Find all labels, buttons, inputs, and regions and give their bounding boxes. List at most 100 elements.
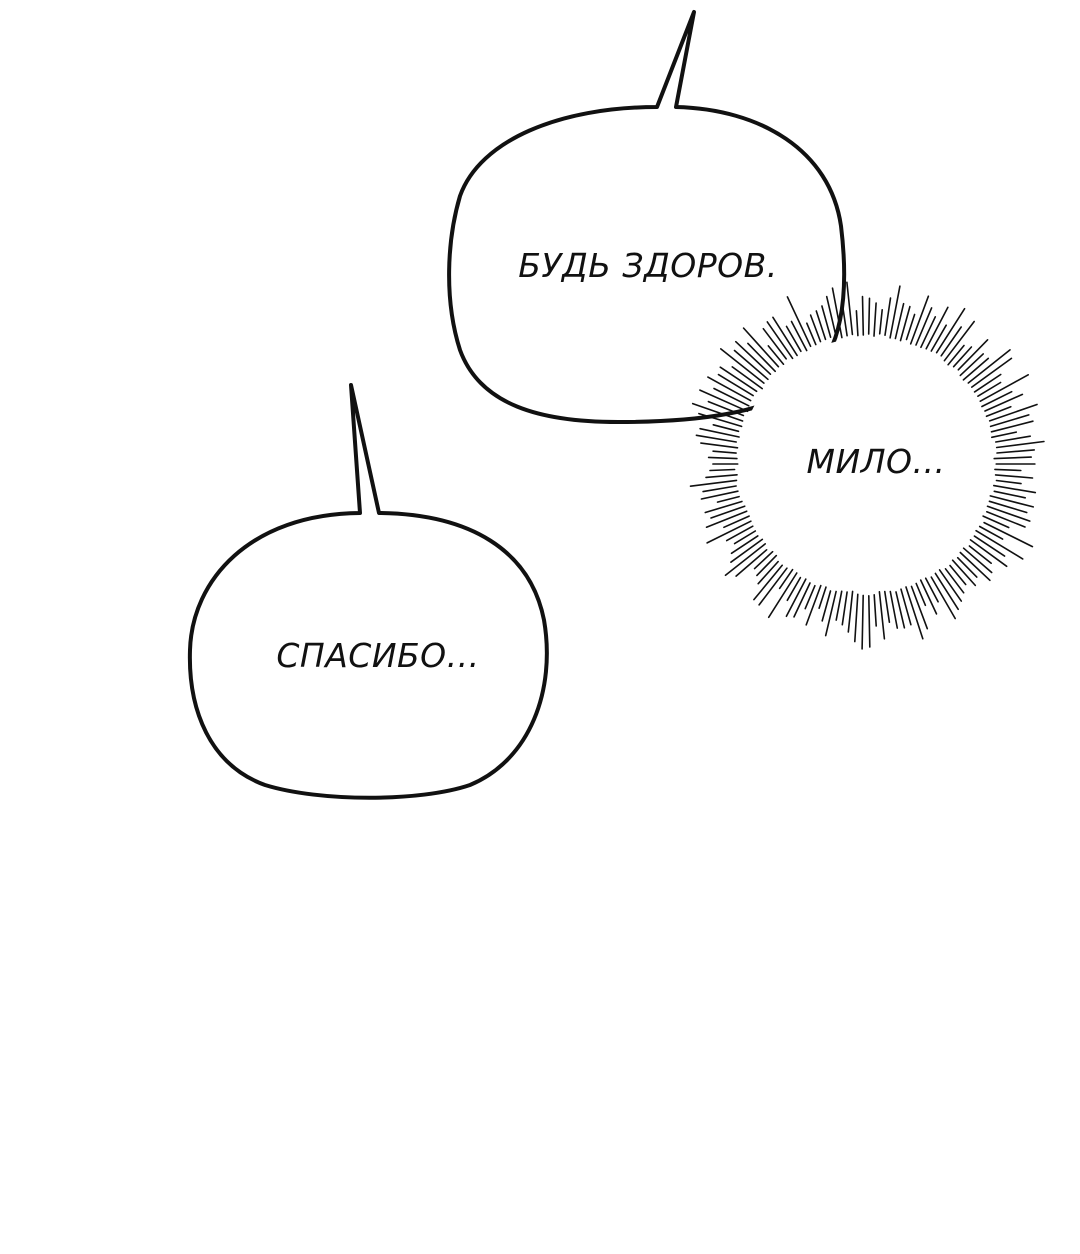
burst-ray [952,346,973,368]
burst-ray [993,456,1032,460]
burst-ray [993,490,1026,499]
burst-ray [981,390,1013,408]
burst-ray [818,586,827,610]
burst-ray [734,340,772,376]
burst-ray [867,297,871,335]
burst-ray [772,316,798,357]
burst-ray [990,431,1018,439]
burst-ray [889,590,899,629]
burst-ray [790,320,808,352]
burst-ray [878,308,884,335]
burst-ray [861,295,865,336]
burst-ray [989,495,1034,508]
burst-ray [821,305,832,339]
burst-ray [841,591,848,626]
burst-ray [825,295,838,339]
burst-ray [909,295,930,345]
burst-ray [884,297,892,337]
burst-ray [959,353,985,377]
burst-bubble-rays [689,281,1045,650]
burst-ray [867,594,871,648]
burst-ray [944,567,965,594]
speech-bubble-2: СПАСИБО... [187,383,549,800]
burst-ray [947,344,965,366]
burst-ray [990,420,1034,433]
burst-ray [778,568,794,590]
burst-ray [706,520,752,544]
burst-ray [719,348,765,384]
burst-ray [707,376,752,402]
burst-ray [805,584,822,626]
burst-ray [889,285,901,339]
burst-ray [785,325,802,353]
burst-bubble-text: МИЛО... [807,442,946,481]
burst-ray [910,585,929,630]
burst-ray [855,309,859,337]
burst-ray [977,381,1002,398]
burst-ray [861,594,865,650]
burst-ray [821,590,832,622]
burst-ray [934,572,960,611]
burst-ray [930,324,948,352]
burst-ray [733,530,757,545]
burst-ray [815,310,827,341]
burst-ray [712,423,740,433]
burst-ray [924,577,939,603]
burst-ray [984,393,1024,412]
burst-ray [705,510,748,529]
burst-ray [758,567,788,606]
burst-ray [878,590,886,640]
burst-ray [847,590,854,633]
speech-bubble-1-text: БУДЬ ЗДОРОВ. [518,246,778,285]
burst-ray [996,449,1035,454]
burst-ray [994,468,1022,472]
burst-ray [970,357,1013,388]
burst-ray [742,327,780,368]
burst-ray [705,473,738,479]
burst-ray [992,484,1037,494]
burst-ray [712,450,737,454]
burst-ray [700,442,739,449]
burst-ray [988,403,1038,422]
burst-ray [753,550,774,570]
burst-ray [894,302,905,340]
burst-ray [809,314,822,343]
burst-ray [716,495,740,503]
burst-ray [905,586,924,640]
burst-ray [873,302,877,337]
burst-ray [915,582,927,607]
burst-ray [689,479,738,488]
burst-ray [835,590,843,621]
burst-ray [724,543,767,577]
burst-ray [968,545,993,565]
burst-ray [938,569,963,602]
burst-bubble: МИЛО... [689,281,1045,650]
burst-ray [967,349,1011,384]
burst-ray [919,579,938,615]
burst-ray [766,321,794,360]
burst-ray [957,338,989,371]
burst-ray [786,576,802,602]
burst-ray [846,281,854,336]
burst-ray [979,373,1029,403]
burst-ray [989,414,1030,428]
burst-ray [975,529,1024,560]
burst-ray [709,468,736,472]
burst-ray [962,547,993,574]
burst-ray [973,373,1002,393]
burst-bubble-fill [740,338,992,590]
burst-ray [699,427,740,438]
burst-ray [831,287,843,339]
burst-ray [986,505,1031,522]
burst-ray [704,500,743,514]
burst-ray [735,548,768,577]
speech-bubble-1-outline [447,10,847,424]
burst-ray [994,474,1034,479]
burst-ray [786,296,812,348]
burst-ray [700,490,739,500]
burst-ray [951,559,977,587]
burst-ray [873,593,878,627]
burst-ray [883,590,891,624]
burst-ray [956,556,978,578]
